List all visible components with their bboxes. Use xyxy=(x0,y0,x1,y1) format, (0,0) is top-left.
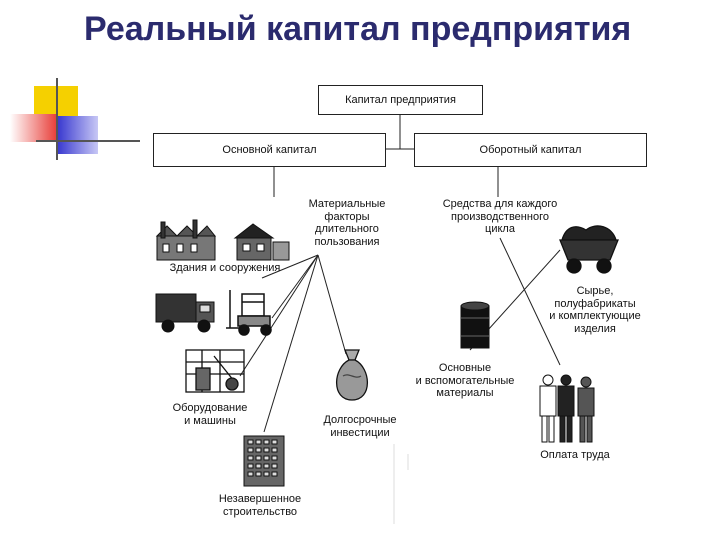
truck-icon xyxy=(155,293,215,333)
item-labor-label: Оплата труда xyxy=(540,449,610,461)
working-category-label: Средства для каждого производственного ц… xyxy=(442,198,558,235)
fixed-capital-label: Основной капитал xyxy=(222,144,317,156)
fixed-category-label: Материальные факторы длительного пользов… xyxy=(308,198,386,248)
item-equipment-label: Оборудование и машины xyxy=(172,402,248,427)
item-materials-label: Основные и вспомогательные материалы xyxy=(415,362,515,399)
decor-red-bar xyxy=(10,114,56,142)
working-capital-label: Оборотный капитал xyxy=(479,144,582,156)
item-raw-materials-label: Сырье, полуфабрикаты и комплектующие изд… xyxy=(549,285,641,335)
fixed-capital-box: Основной капитал xyxy=(153,133,386,167)
buildings-icon xyxy=(155,219,290,261)
root-box: Капитал предприятия xyxy=(318,85,483,115)
coal-cart-icon xyxy=(559,225,619,274)
root-label: Капитал предприятия xyxy=(345,94,456,106)
barrel-icon xyxy=(460,301,490,349)
working-capital-box: Оборотный капитал xyxy=(414,133,647,167)
decor-blue-square xyxy=(58,116,98,154)
item-investments-label: Долгосрочные инвестиции xyxy=(323,414,397,439)
decor-horizontal-line xyxy=(36,140,140,142)
equipment-icon xyxy=(185,349,245,393)
construction-building-icon xyxy=(243,435,285,487)
forklift-icon xyxy=(226,290,272,336)
decor-vertical-line xyxy=(56,78,58,160)
money-bag-icon xyxy=(336,349,368,401)
item-construction-label: Незавершенное строительство xyxy=(218,493,302,518)
item-buildings-label: Здания и сооружения xyxy=(169,262,281,274)
workers-icon xyxy=(539,374,595,443)
slide-title: Реальный капитал предприятия xyxy=(84,10,632,48)
